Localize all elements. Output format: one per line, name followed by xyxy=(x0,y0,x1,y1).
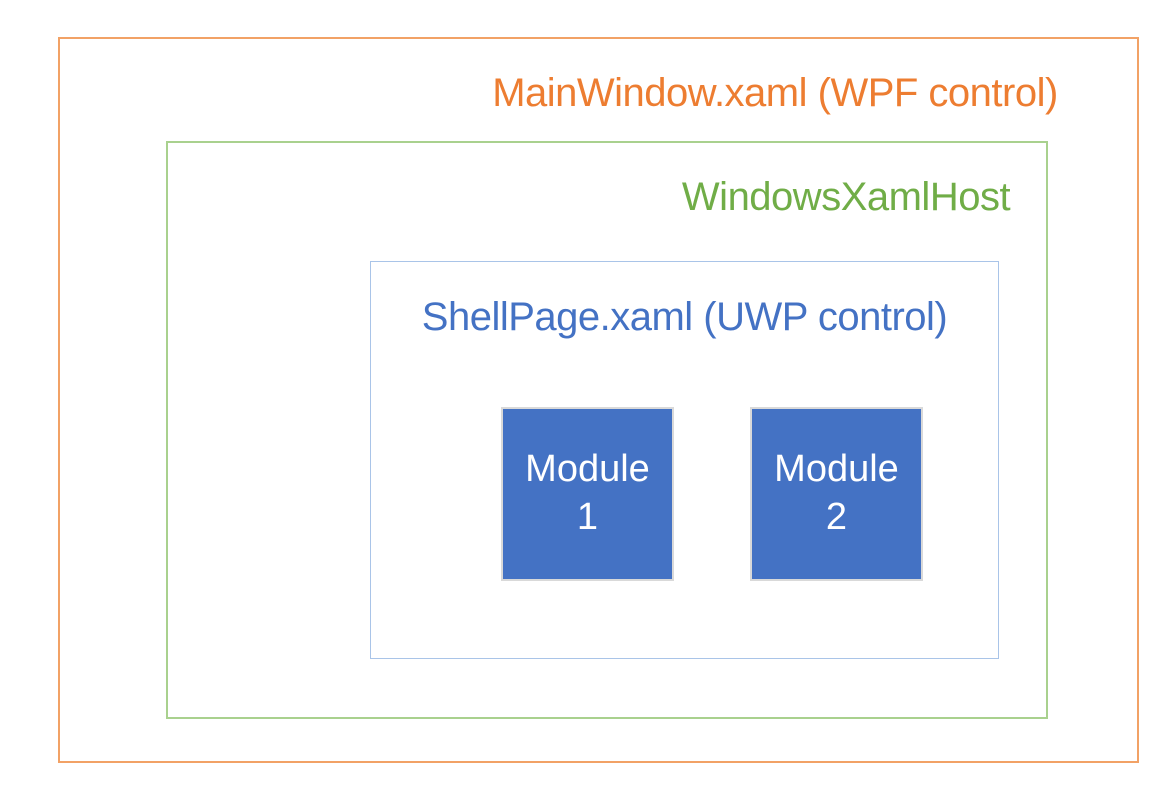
mainwindow-wpf-box xyxy=(58,37,1139,763)
module-1-label-line1: Module xyxy=(525,448,650,491)
module-1-label-line2: 1 xyxy=(576,496,599,538)
module-2-label-line2: 2 xyxy=(825,496,848,538)
shellpage-uwp-box xyxy=(370,261,999,659)
module-2-label-line1: Module xyxy=(774,448,899,491)
module-2-box: Module 2 xyxy=(750,407,923,581)
windowsxamlhost-box xyxy=(166,141,1048,719)
windowsxamlhost-label: WindowsXamlHost xyxy=(681,175,1011,219)
shellpage-uwp-label: ShellPage.xaml (UWP control) xyxy=(421,295,948,339)
module-1-box: Module 1 xyxy=(501,407,674,581)
mainwindow-wpf-label: MainWindow.xaml (WPF control) xyxy=(492,71,1058,115)
